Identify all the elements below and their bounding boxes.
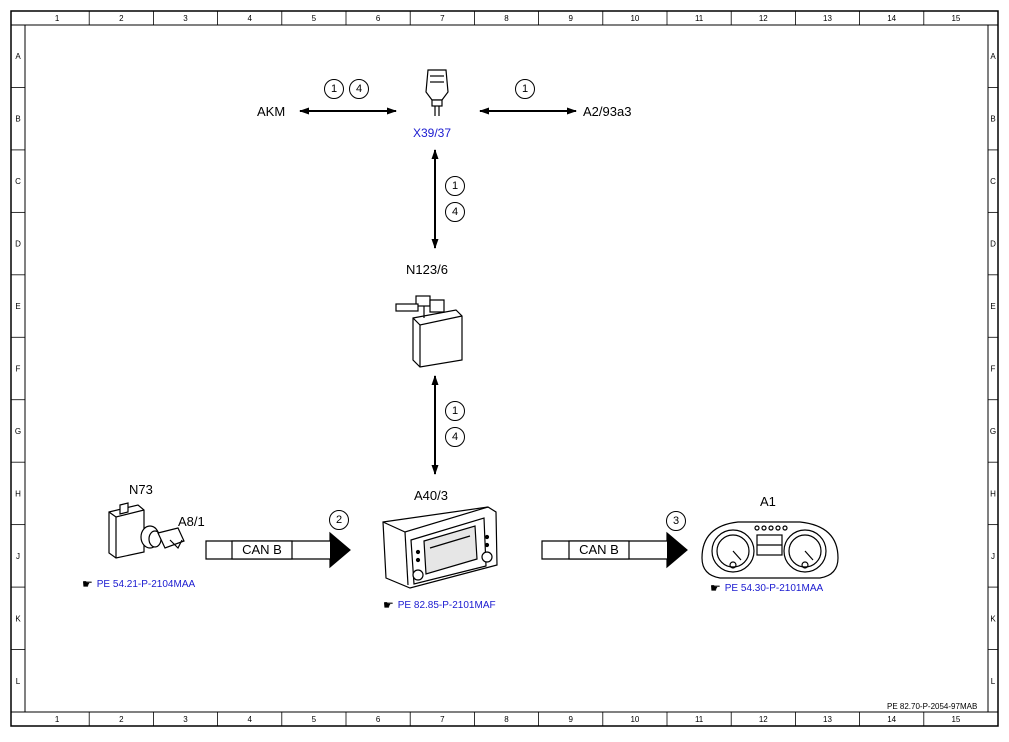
column-label-bottom-13: 13: [823, 715, 832, 724]
column-label-top-13: 13: [823, 14, 832, 23]
row-label-left-F: F: [16, 365, 21, 374]
can-bus-label-right: CAN B: [579, 542, 619, 557]
label-a1: A1: [760, 494, 776, 509]
step-marker-upper-4: 4: [445, 202, 465, 222]
column-labels: 1122334455667788991010111112121313141415…: [55, 14, 961, 724]
column-label-bottom-5: 5: [312, 715, 317, 724]
column-label-top-5: 5: [312, 14, 317, 23]
column-label-top-8: 8: [504, 14, 509, 23]
label-n73: N73: [129, 482, 153, 497]
column-label-bottom-1: 1: [55, 715, 60, 724]
label-a8-1: A8/1: [178, 514, 205, 529]
row-label-right-H: H: [990, 489, 996, 498]
column-label-bottom-10: 10: [630, 715, 639, 724]
reference-text-a1: PE 54.30-P-2101MAA: [724, 582, 824, 594]
diagnostic-connector-x39-icon: [425, 69, 449, 116]
pointing-hand-icon: ☛: [82, 577, 93, 591]
column-label-top-12: 12: [759, 14, 768, 23]
row-label-left-L: L: [16, 677, 21, 686]
step-marker-lower-1: 1: [445, 401, 465, 421]
row-label-left-C: C: [15, 177, 21, 186]
row-label-left-D: D: [15, 240, 21, 249]
control-unit-n123-icon: [395, 295, 463, 368]
head-unit-a40-icon: [382, 506, 498, 589]
column-label-bottom-15: 15: [951, 715, 960, 724]
label-akm: AKM: [257, 104, 286, 119]
step-marker-a2-1: 1: [515, 79, 535, 99]
column-label-bottom-12: 12: [759, 715, 768, 724]
ignition-switch-n73-icon: [108, 502, 185, 559]
drawing-frame: [10, 10, 999, 727]
column-label-bottom-7: 7: [440, 715, 445, 724]
label-a2-93a3: A2/93a3: [583, 104, 632, 119]
row-label-left-J: J: [16, 552, 20, 561]
document-id: PE 82.70-P-2054-97MAB: [887, 702, 978, 711]
row-label-right-B: B: [990, 115, 995, 124]
column-label-top-15: 15: [951, 14, 960, 23]
label-a40-3: A40/3: [414, 488, 448, 503]
column-label-bottom-4: 4: [247, 715, 252, 724]
row-label-right-G: G: [990, 427, 996, 436]
row-label-right-C: C: [990, 177, 996, 186]
reference-text-a40-3: PE 82.85-P-2101MAF: [397, 599, 496, 611]
column-label-top-14: 14: [887, 14, 896, 23]
column-label-bottom-3: 3: [183, 715, 188, 724]
row-label-right-K: K: [990, 614, 996, 623]
row-label-right-A: A: [990, 52, 996, 61]
row-label-right-L: L: [991, 677, 996, 686]
column-label-top-3: 3: [183, 14, 188, 23]
row-label-left-G: G: [15, 427, 21, 436]
row-label-right-E: E: [990, 302, 995, 311]
column-label-top-11: 11: [695, 14, 704, 23]
column-label-bottom-14: 14: [887, 715, 896, 724]
reference-link-a1[interactable]: ☛ PE 54.30-P-2101MAA: [710, 581, 823, 595]
row-ticks: [11, 87, 998, 650]
label-x39-37: X39/37: [413, 126, 452, 140]
column-label-bottom-11: 11: [695, 715, 704, 724]
pointing-hand-icon: ☛: [383, 598, 394, 612]
column-label-bottom-2: 2: [119, 715, 124, 724]
row-label-left-K: K: [15, 614, 21, 623]
can-bus-arrow-right: [541, 531, 688, 569]
column-label-top-6: 6: [376, 14, 381, 23]
row-label-right-J: J: [991, 552, 995, 561]
reference-link-a40-3[interactable]: ☛ PE 82.85-P-2101MAF: [383, 598, 496, 612]
row-label-left-E: E: [15, 302, 20, 311]
column-label-top-7: 7: [440, 14, 445, 23]
step-marker-can-2: 2: [329, 510, 349, 530]
can-bus-arrow-left: [205, 531, 351, 569]
column-label-top-4: 4: [247, 14, 252, 23]
row-label-left-B: B: [15, 115, 20, 124]
pointing-hand-icon: ☛: [710, 581, 721, 595]
row-label-right-F: F: [991, 365, 996, 374]
column-label-bottom-9: 9: [568, 715, 573, 724]
column-label-top-10: 10: [630, 14, 639, 23]
row-label-left-A: A: [15, 52, 21, 61]
row-label-right-D: D: [990, 240, 996, 249]
step-marker-lower-4: 4: [445, 427, 465, 447]
step-marker-upper-1: 1: [445, 176, 465, 196]
column-label-top-1: 1: [55, 14, 60, 23]
column-ticks: [88, 11, 925, 726]
reference-link-n73[interactable]: ☛ PE 54.21-P-2104MAA: [82, 577, 195, 591]
row-labels: A A B B C C D D E E F F G G H H J J K K L L: [15, 52, 996, 686]
row-label-left-H: H: [15, 489, 21, 498]
column-label-top-2: 2: [119, 14, 124, 23]
instrument-cluster-a1-icon: [701, 521, 839, 579]
label-n123-6: N123/6: [406, 262, 448, 277]
column-label-bottom-8: 8: [504, 715, 509, 724]
column-label-bottom-6: 6: [376, 715, 381, 724]
can-bus-label-left: CAN B: [242, 542, 282, 557]
step-marker-can-3: 3: [666, 511, 686, 531]
column-label-top-9: 9: [568, 14, 573, 23]
step-marker-akm-4: 4: [349, 79, 369, 99]
reference-text-n73: PE 54.21-P-2104MAA: [96, 578, 196, 590]
step-marker-akm-1: 1: [324, 79, 344, 99]
